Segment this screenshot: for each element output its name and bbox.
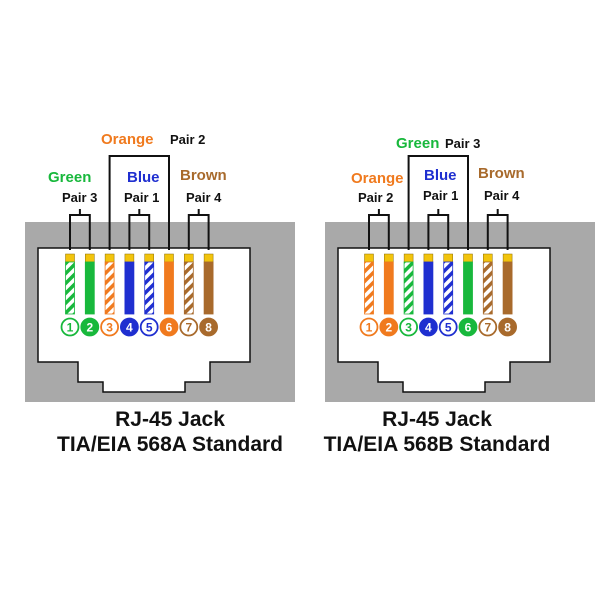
pin-number-label: 1 — [366, 321, 373, 335]
jack-a-caption-line1: RJ-45 Jack — [115, 408, 225, 431]
pin-number-circle — [60, 317, 80, 337]
jack-b-caption-line2: TIA/EIA 568B Standard — [323, 433, 551, 456]
pin-number-circle — [399, 317, 419, 337]
pin-number-label: 4 — [425, 321, 432, 335]
pair-color-word: Blue — [127, 169, 160, 186]
pair-label: Pair 4 — [484, 188, 520, 203]
pin-number-label: 4 — [126, 321, 133, 335]
pair-color-word: Green — [396, 135, 439, 152]
pin-number-label: 5 — [146, 321, 153, 335]
jack-b-caption-line1: RJ-45 Jack — [382, 408, 492, 431]
jack-a-caption-line2: TIA/EIA 568A Standard — [57, 433, 283, 456]
pin-number-circle — [379, 317, 399, 337]
pin-number-label: 8 — [205, 321, 212, 335]
pin-number-circle — [179, 317, 199, 337]
pin-number-label: 8 — [504, 321, 511, 335]
pin-number-label: 2 — [86, 321, 93, 335]
pin-number-circle — [80, 317, 100, 337]
pin-number-label: 7 — [185, 321, 192, 335]
pin-wire — [383, 261, 394, 315]
pin-number-circle — [139, 317, 159, 337]
pair-label: Pair 3 — [62, 190, 97, 205]
pin-contact — [164, 253, 174, 263]
pin-wire — [144, 261, 155, 315]
pin-wire — [463, 261, 473, 315]
pin-contact — [65, 253, 75, 263]
pin-wire — [104, 261, 115, 315]
pin-wire — [124, 261, 135, 315]
pin-number-label: 3 — [405, 321, 412, 335]
pin-wire — [423, 261, 434, 315]
pin-contact — [483, 253, 493, 263]
pin-number-circle — [199, 317, 219, 337]
pin-wire — [364, 261, 374, 315]
pin-wire — [203, 261, 214, 315]
pin-contact — [85, 253, 95, 263]
pair-label: Pair 2 — [358, 190, 393, 205]
pair-label: Pair 1 — [124, 190, 159, 205]
pin-number-label: 6 — [166, 321, 173, 335]
pin-contact — [463, 253, 473, 263]
pin-contact — [124, 253, 135, 263]
pin-contact — [364, 253, 374, 263]
pin-number-circle — [359, 317, 379, 337]
pin-wire — [443, 261, 454, 315]
pin-contact — [443, 253, 453, 263]
pair-bracket — [407, 155, 469, 250]
pin-number-label: 6 — [465, 321, 472, 335]
pair-bracket — [108, 155, 170, 250]
pin-contact — [144, 253, 154, 263]
pin-contact — [104, 253, 115, 263]
pin-number-circle — [100, 317, 119, 337]
pin-number-label: 5 — [445, 321, 452, 335]
pin-number-label: 2 — [385, 321, 392, 335]
pair-color-word: Orange — [101, 131, 154, 148]
pair-color-word: Orange — [351, 170, 404, 187]
pin-number-circle — [418, 317, 438, 337]
pin-number-circle — [458, 317, 478, 337]
pin-number-circle — [478, 317, 498, 337]
pin-number-circle — [498, 317, 518, 337]
pin-contact — [184, 253, 194, 263]
pin-wire — [65, 261, 75, 315]
pin-number-label: 3 — [106, 321, 113, 335]
pair-color-word: Brown — [478, 165, 525, 182]
pin-contact — [502, 253, 513, 263]
pin-wire — [164, 261, 174, 315]
pair-label: Pair 1 — [423, 188, 458, 203]
pin-number-circle — [438, 317, 458, 337]
pair-color-word: Green — [48, 169, 91, 186]
pin-contact — [384, 253, 394, 263]
pair-label: Pair 4 — [186, 190, 222, 205]
pin-wire — [183, 261, 194, 315]
pair-color-word: Brown — [180, 167, 227, 184]
pair-label: Pair 2 — [170, 132, 205, 147]
pin-contact — [423, 253, 434, 263]
pin-wire — [84, 261, 95, 315]
pin-wire — [482, 261, 493, 315]
pin-number-label: 1 — [67, 321, 74, 335]
pin-number-label: 7 — [484, 321, 491, 335]
pin-number-circle — [159, 317, 179, 337]
pair-label: Pair 3 — [445, 136, 480, 151]
pin-wire — [403, 261, 414, 315]
pin-contact — [203, 253, 214, 263]
pin-contact — [403, 253, 414, 263]
pin-wire — [502, 261, 513, 315]
pin-number-circle — [119, 317, 139, 337]
pair-color-word: Blue — [424, 167, 457, 184]
